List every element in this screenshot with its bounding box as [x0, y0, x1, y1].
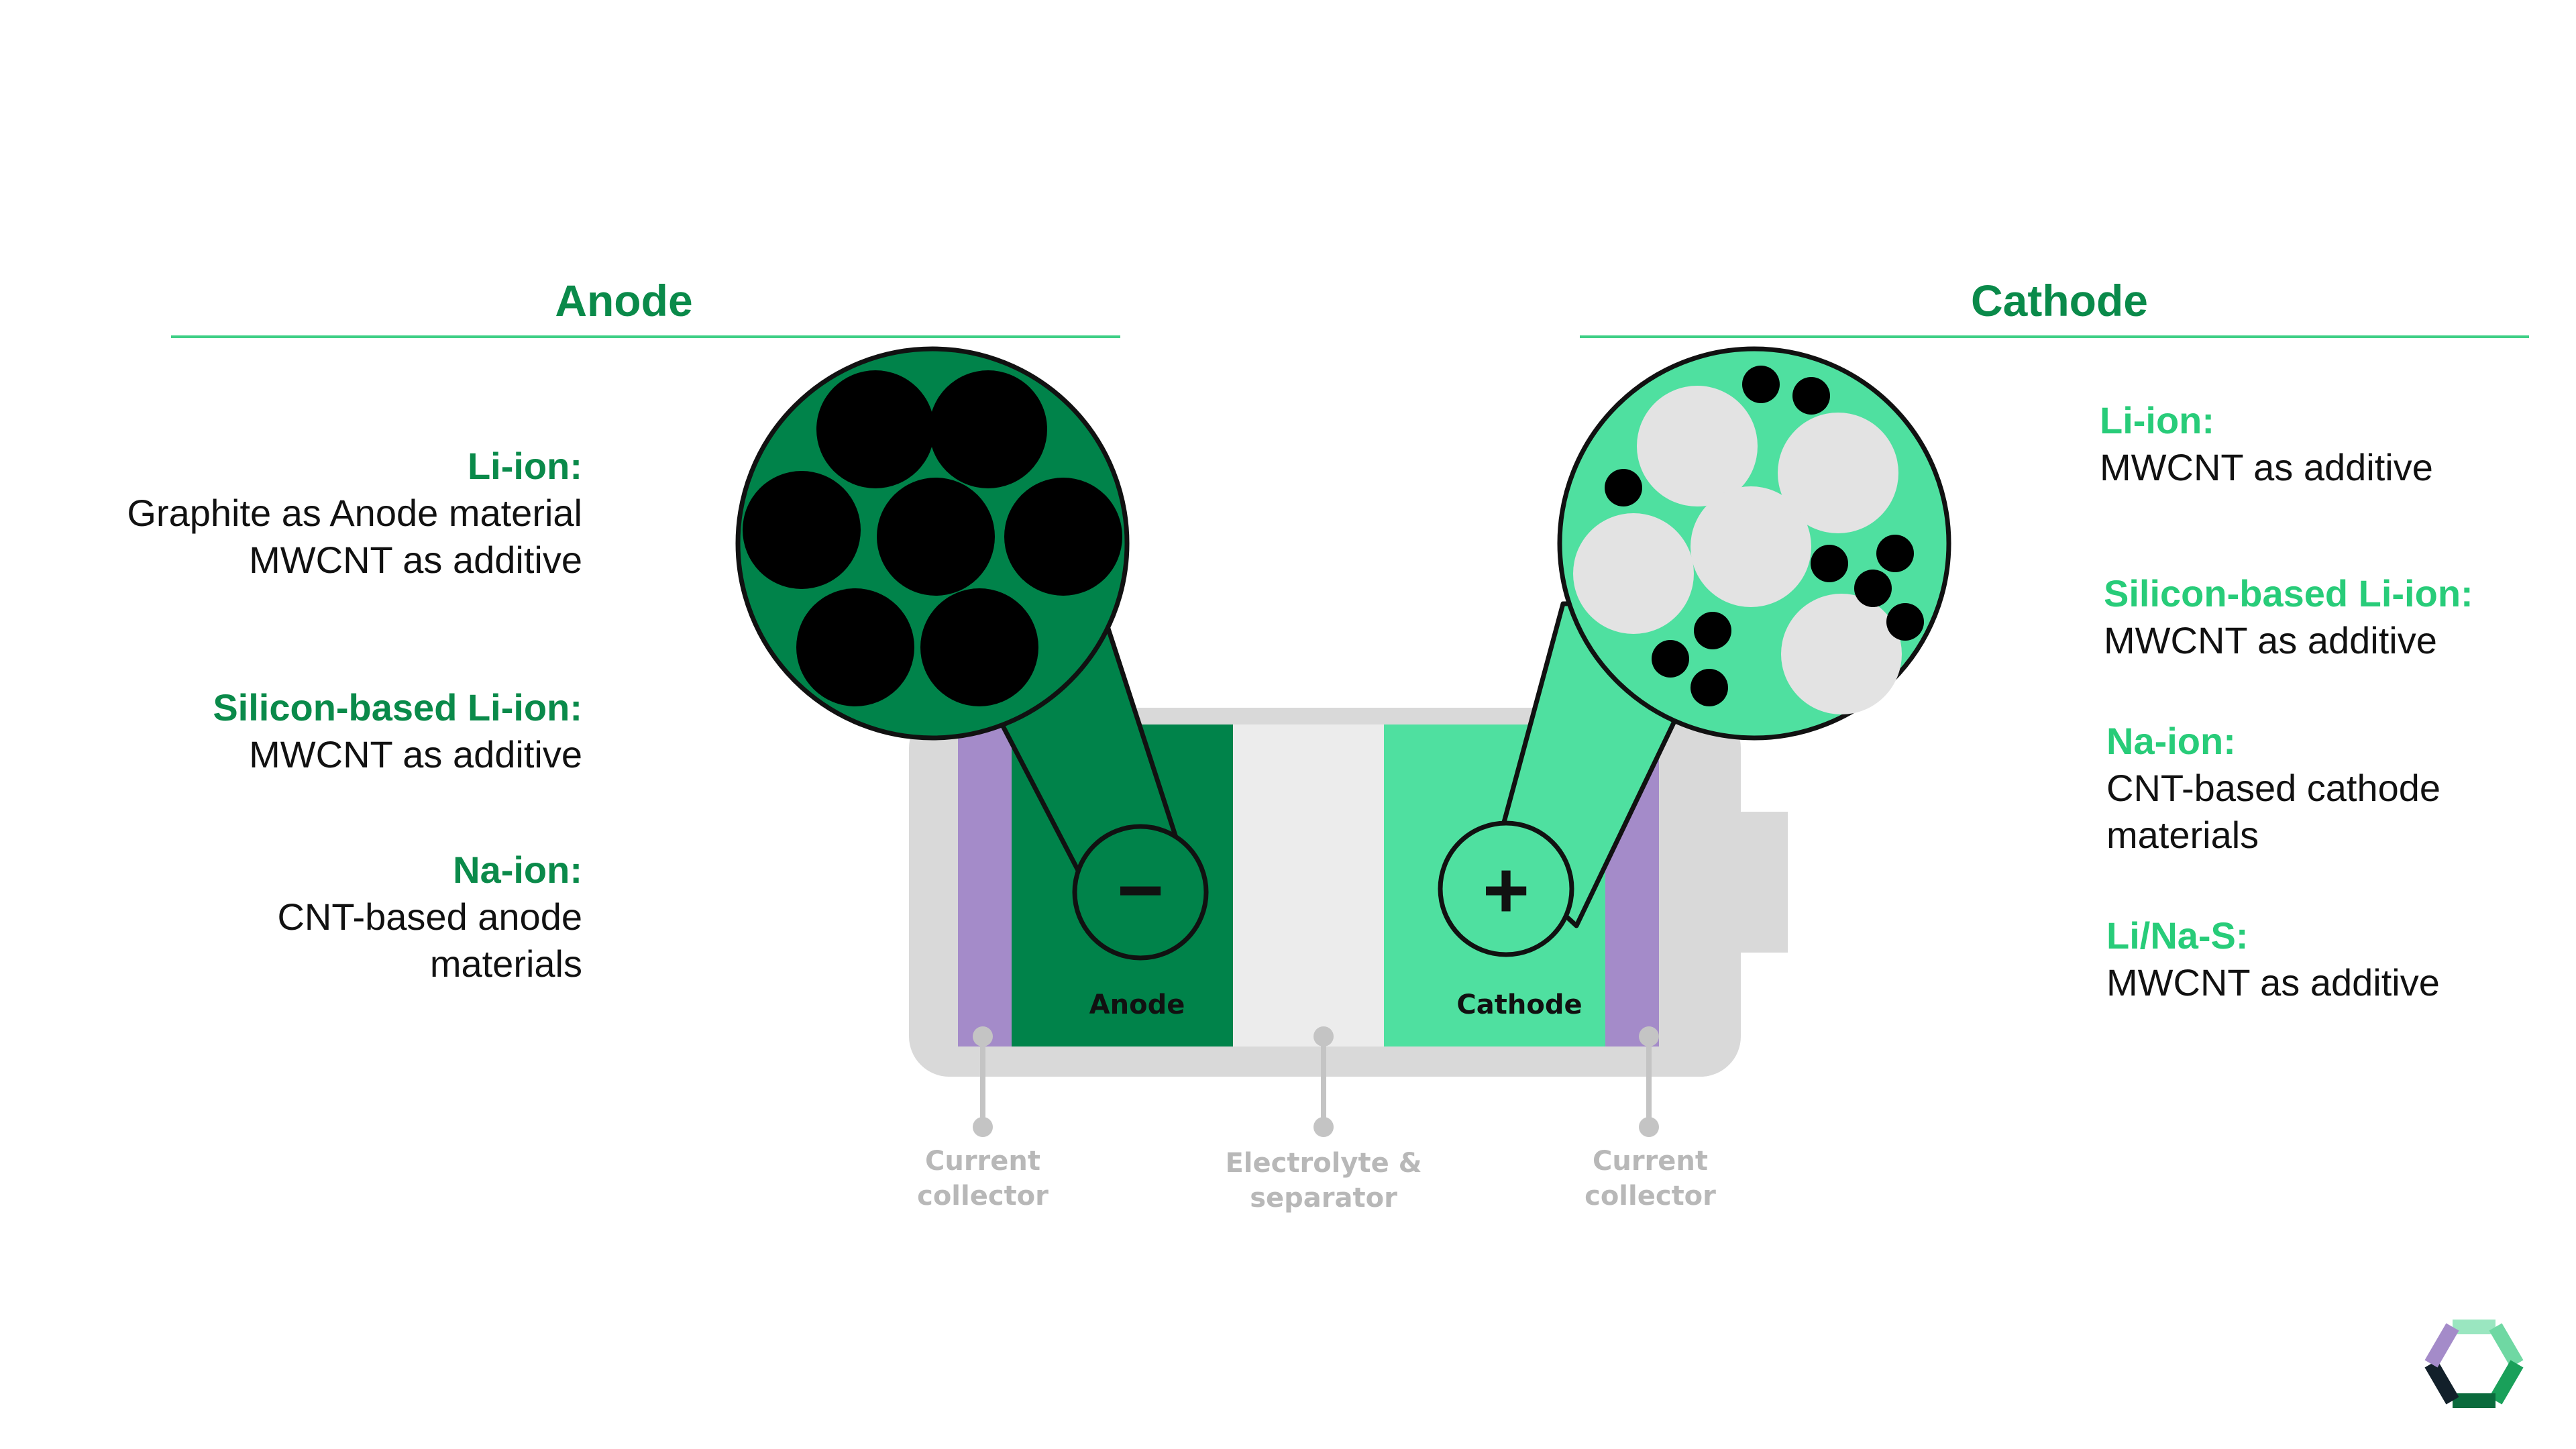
anode-item-heading: Li-ion:	[467, 445, 582, 487]
cathode-item-line: materials	[2106, 814, 2259, 856]
cathode-item-line: MWCNT as additive	[2100, 446, 2433, 488]
anode-item-na-ion: Na-ion: CNT-based anode materials	[0, 847, 582, 987]
cathode-item-line: CNT-based cathode	[2106, 767, 2441, 809]
anode-magnifier	[735, 346, 1209, 961]
anode-terminal-circle	[1072, 824, 1209, 961]
label-line: Current	[1592, 1146, 1708, 1177]
label-line: collector	[917, 1181, 1049, 1212]
anode-item-line: MWCNT as additive	[249, 733, 582, 775]
anode-header-rule	[171, 335, 1120, 338]
cathode-item-li-na-s: Li/Na-S: MWCNT as additive	[2106, 912, 2576, 1006]
separator-pin	[1313, 1026, 1334, 1137]
label-line: Current	[924, 1146, 1040, 1177]
anode-header: Anode	[555, 276, 693, 325]
anode-item-line: Graphite as Anode material	[127, 492, 582, 534]
current-collector-left-layer	[958, 724, 1012, 1046]
mwcnt-additive-particles	[1605, 366, 1924, 706]
active-material-particles	[1573, 386, 1902, 714]
hexagon-logo-icon	[2424, 1320, 2524, 1408]
anode-item-heading: Na-ion:	[453, 849, 582, 891]
cathode-item-line: MWCNT as additive	[2104, 619, 2437, 661]
anode-layer-label: Anode	[1089, 989, 1185, 1020]
collector-right-pin	[1639, 1026, 1659, 1137]
plus-icon: +	[1483, 845, 1529, 935]
label-line: separator	[1250, 1183, 1397, 1214]
cathode-item-heading: Silicon-based Li-ion:	[2104, 572, 2473, 614]
cathode-terminal-circle	[1438, 820, 1574, 957]
cathode-item-silicon-li-ion: Silicon-based Li-ion: MWCNT as additive	[2104, 570, 2576, 664]
cathode-item-li-ion: Li-ion: MWCNT as additive	[2100, 397, 2576, 491]
cathode-item-line: MWCNT as additive	[2106, 961, 2440, 1004]
cathode-item-heading: Li-ion:	[2100, 399, 2215, 441]
anode-item-silicon-li-ion: Silicon-based Li-ion: MWCNT as additive	[0, 684, 582, 778]
cathode-layer-label: Cathode	[1456, 989, 1582, 1020]
label-line: Electrolyte &	[1225, 1148, 1422, 1179]
anode-item-line: MWCNT as additive	[249, 539, 582, 581]
cathode-item-na-ion: Na-ion: CNT-based cathode materials	[2106, 718, 2576, 859]
cathode-header: Cathode	[1971, 276, 2148, 325]
electrolyte-separator-label: Electrolyte & separator	[1210, 1146, 1438, 1216]
collector-left-pin	[973, 1026, 993, 1137]
current-collector-right-label: Current collector	[1536, 1144, 1764, 1214]
anode-item-line: materials	[429, 943, 582, 985]
minus-icon: −	[1117, 845, 1164, 935]
anode-item-heading: Silicon-based Li-ion:	[213, 686, 582, 729]
current-collector-left-label: Current collector	[869, 1144, 1097, 1214]
cathode-item-heading: Na-ion:	[2106, 720, 2236, 762]
cathode-header-rule	[1580, 335, 2529, 338]
separator-layer	[1233, 724, 1384, 1046]
cathode-magnifier	[1438, 346, 1951, 957]
anode-item-li-ion: Li-ion: Graphite as Anode material MWCNT…	[0, 443, 582, 584]
graphite-particles	[743, 370, 1122, 706]
cathode-item-heading: Li/Na-S:	[2106, 914, 2249, 957]
label-line: collector	[1585, 1181, 1716, 1212]
anode-item-line: CNT-based anode	[277, 896, 582, 938]
